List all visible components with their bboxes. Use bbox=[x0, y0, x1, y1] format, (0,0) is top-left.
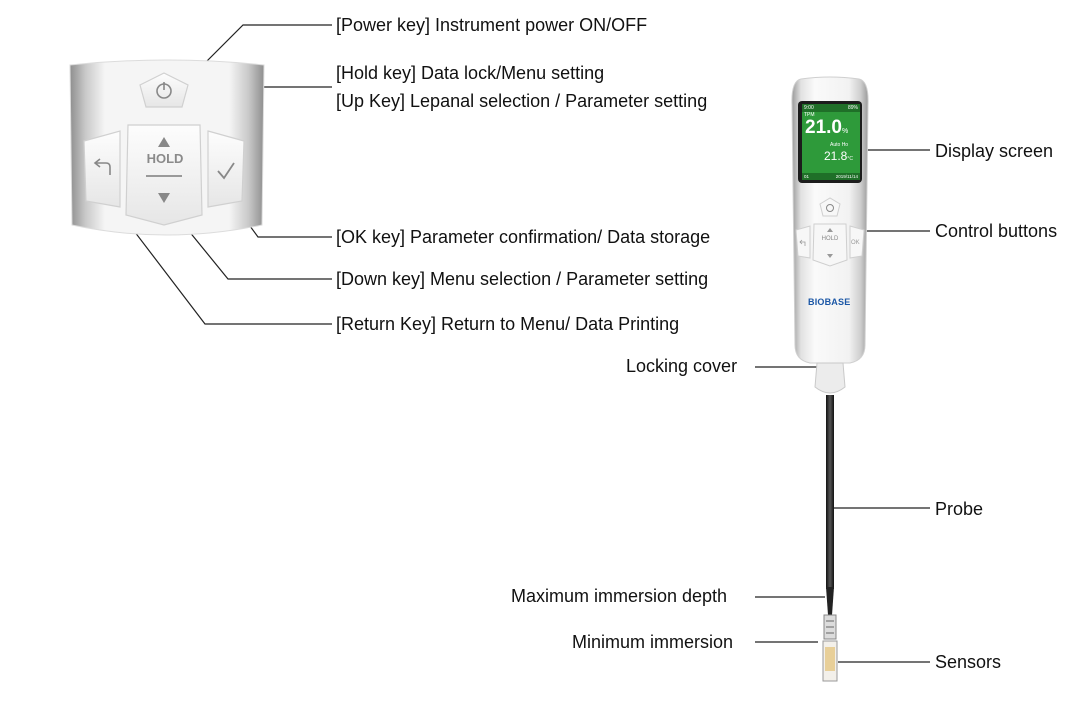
device-ok-button bbox=[849, 225, 865, 259]
temp-value: 21.8 bbox=[824, 149, 848, 163]
probe-rod bbox=[826, 395, 834, 589]
down-key-callout: [Down key] Menu selection / Parameter se… bbox=[336, 269, 709, 289]
device-ok-text: OK bbox=[851, 240, 860, 246]
leader-return bbox=[111, 201, 332, 325]
tpm-unit: % bbox=[841, 128, 849, 135]
device-up-arrow-icon bbox=[827, 228, 833, 232]
down-arrow-icon bbox=[158, 193, 170, 203]
device-center-button bbox=[812, 223, 848, 267]
device-down-arrow-icon bbox=[827, 254, 833, 258]
device-return-icon bbox=[799, 239, 806, 246]
device-screen: 9:00 89% TPM 21.0% Auto Ho 21.8°C 01 201… bbox=[802, 104, 860, 180]
status-time: 9:00 bbox=[804, 105, 814, 111]
device-hold-text: HOLD bbox=[821, 236, 839, 242]
display-screen-callout: Display screen bbox=[935, 141, 1054, 161]
screen-footer: 01 2019/11/14 bbox=[802, 173, 860, 180]
device-control-buttons bbox=[795, 197, 865, 267]
keypad-closeup bbox=[69, 59, 265, 236]
return-key[interactable] bbox=[83, 130, 121, 208]
return-key-callout: [Return Key] Return to Menu/ Data Printi… bbox=[336, 314, 680, 334]
tpm-value: 21.0 bbox=[805, 117, 842, 138]
tpm-label: TPM bbox=[804, 112, 815, 118]
device-power-icon bbox=[826, 204, 834, 212]
status-battery: 89% bbox=[847, 105, 858, 111]
temp-unit: °C bbox=[847, 156, 853, 162]
probe-callout: Probe bbox=[935, 499, 984, 519]
up-key-callout: [Up Key] Lepanal selection / Parameter s… bbox=[336, 91, 708, 111]
power-key[interactable] bbox=[139, 72, 189, 108]
up-arrow-icon bbox=[158, 137, 170, 147]
ok-key-callout: [OK key] Parameter confirmation/ Data st… bbox=[336, 227, 711, 247]
screen-mode: Auto bbox=[830, 142, 841, 148]
brand-logo: BIOBASE bbox=[808, 297, 851, 307]
ok-key[interactable] bbox=[207, 130, 245, 208]
min-immersion-callout: Minimum immersion bbox=[572, 632, 734, 652]
screen-status-bar: 9:00 89% bbox=[802, 104, 860, 112]
power-key-callout: [Power key] Instrument power ON/OFF bbox=[336, 15, 648, 35]
max-depth-callout: Maximum immersion depth bbox=[511, 586, 728, 606]
sensors-callout: Sensors bbox=[935, 652, 1002, 672]
device-power-button[interactable] bbox=[819, 197, 841, 217]
return-icon bbox=[93, 158, 111, 175]
screen-date: 2019/11/14 bbox=[835, 174, 858, 179]
center-key[interactable] bbox=[125, 124, 203, 226]
screen-index: 01 bbox=[804, 174, 810, 179]
hold-key-label: HOLD bbox=[146, 151, 184, 166]
hold-key-callout: [Hold key] Data lock/Menu setting bbox=[336, 63, 605, 83]
check-icon bbox=[217, 162, 235, 180]
screen-hold-flag: Ho bbox=[841, 142, 849, 148]
control-buttons-callout: Control buttons bbox=[935, 221, 1058, 241]
locking-cover-callout: Locking cover bbox=[626, 356, 738, 376]
